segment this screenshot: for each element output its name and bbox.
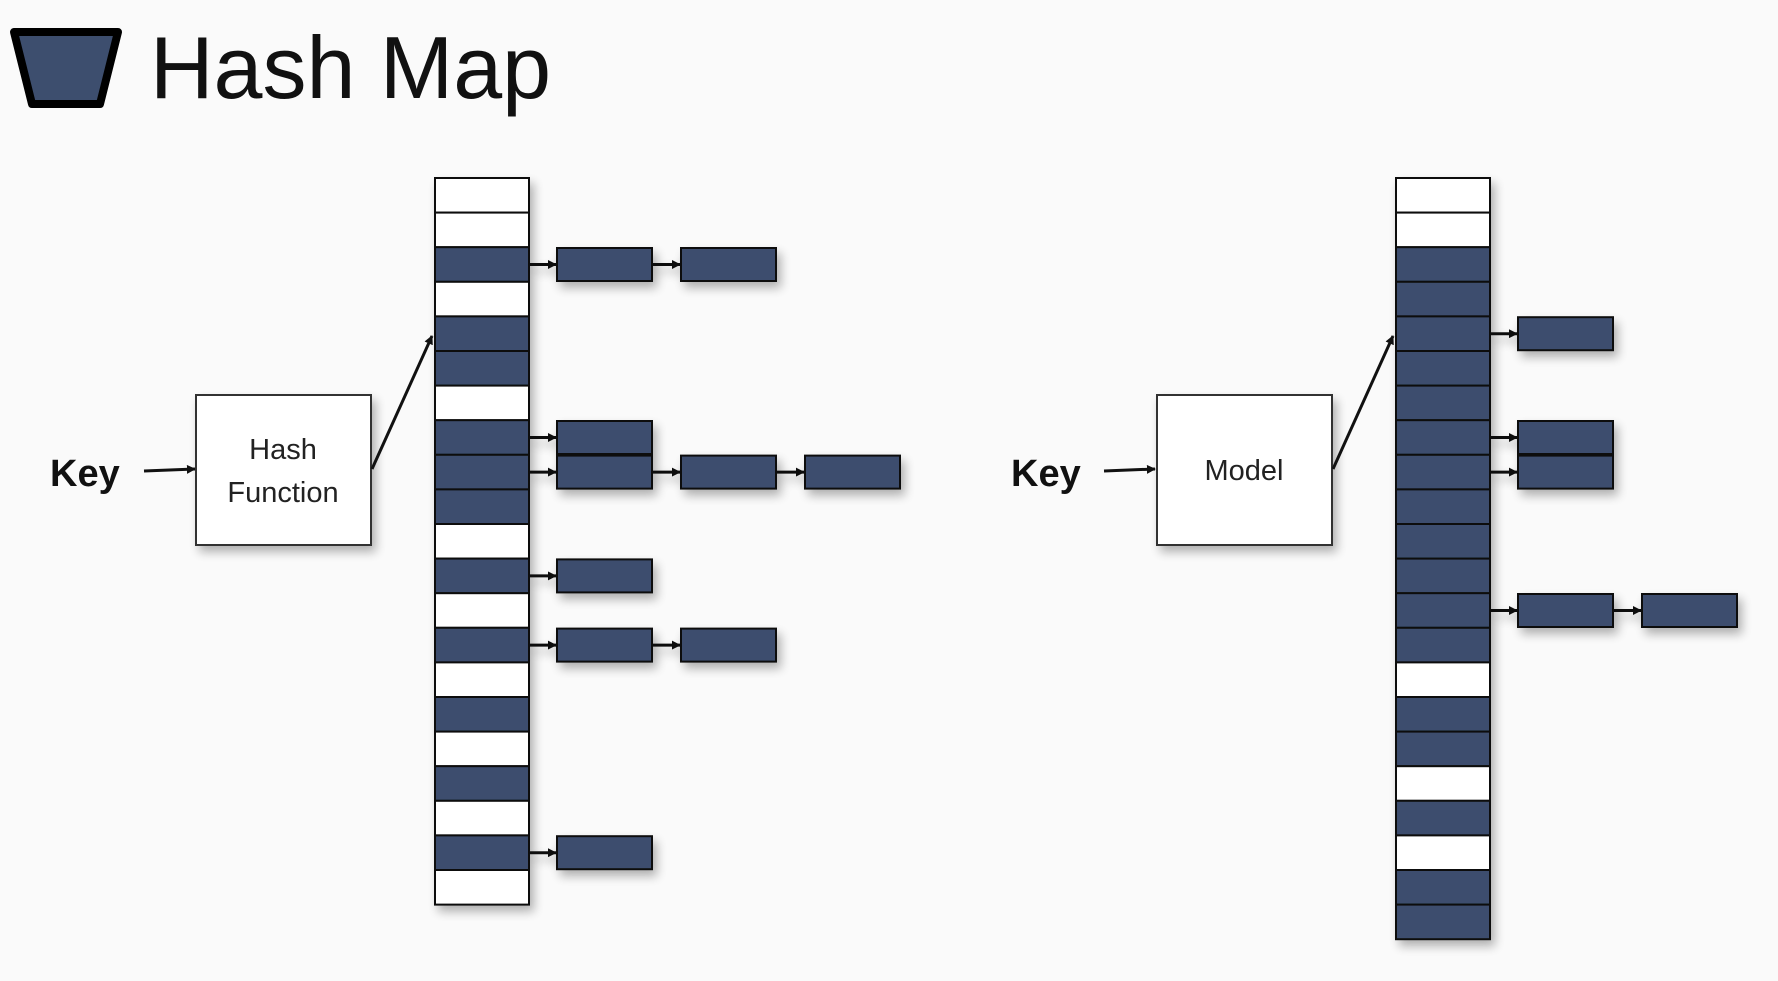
chain-node <box>556 835 653 871</box>
bucket-slot <box>1395 177 1491 214</box>
bucket-slot <box>434 211 530 249</box>
hash-function-label-line-1: Hash <box>249 434 317 466</box>
model-box <box>1156 394 1333 546</box>
chain-node <box>1641 593 1738 628</box>
bucket-slot <box>434 765 530 802</box>
bucket-slot <box>434 557 530 595</box>
bucket-slot <box>1395 280 1491 318</box>
bucket-slot <box>1395 696 1491 733</box>
chain-node <box>1517 593 1614 628</box>
bucket-slot <box>1395 834 1491 872</box>
bucket-slot <box>1395 626 1491 664</box>
chain-node <box>1517 316 1614 352</box>
slide-title: Hash Map <box>150 18 552 117</box>
hash-function-box <box>195 394 372 546</box>
left-chains <box>529 247 901 871</box>
chain-node <box>680 454 777 490</box>
bucket-slot <box>1395 419 1491 456</box>
chain-node <box>804 454 901 490</box>
left-bucket-array <box>434 177 530 906</box>
bucket-slot <box>434 350 530 387</box>
bucket-slot <box>434 730 530 768</box>
chain-node <box>680 247 777 282</box>
bucket-slot <box>1395 730 1491 768</box>
chain-node <box>680 627 777 663</box>
left-key-arrow <box>143 464 196 474</box>
right-pointer-arrow <box>1331 335 1395 470</box>
chain-node <box>1517 420 1614 455</box>
bucket-slot <box>434 799 530 837</box>
right-key-label: Key <box>1011 453 1081 495</box>
hash-function-label-line-2: Function <box>227 477 338 509</box>
chain-node <box>1517 454 1614 490</box>
bucket-slot <box>1395 350 1491 387</box>
right-key-arrow <box>1103 464 1156 474</box>
bucket-slot <box>1395 211 1491 249</box>
chain-node <box>556 627 653 663</box>
bucket-slot <box>1395 869 1491 906</box>
bucket-slot <box>434 869 530 906</box>
chain-node <box>556 247 653 282</box>
chain-node <box>556 454 653 490</box>
chain-node <box>556 420 653 455</box>
bucket-slot <box>434 177 530 214</box>
bucket-slot <box>434 280 530 318</box>
bucket-slot <box>1395 384 1491 422</box>
bucket-slot <box>1395 557 1491 595</box>
bucket-slot <box>434 315 530 352</box>
bucket-slot <box>1395 799 1491 837</box>
bucket-slot <box>434 246 530 283</box>
bucket-slot <box>434 488 530 525</box>
chain-node <box>556 558 653 594</box>
bucket-slot <box>434 419 530 456</box>
bucket-slot <box>434 453 530 491</box>
model-label: Model <box>1205 455 1284 487</box>
bucket-slot <box>1395 765 1491 802</box>
left-pointer-arrow <box>370 335 434 470</box>
right-chains <box>1490 316 1738 628</box>
bucket-slot <box>1395 523 1491 560</box>
bucket-slot <box>1395 315 1491 352</box>
bucket-slot <box>434 626 530 664</box>
left-key-label: Key <box>50 453 120 495</box>
bucket-slot <box>434 834 530 872</box>
bucket-slot <box>1395 453 1491 491</box>
bucket-slot <box>434 661 530 699</box>
bucket-trapezoid-icon <box>10 28 122 108</box>
bucket-slot <box>1395 592 1491 629</box>
bucket-slot <box>434 592 530 629</box>
bucket-slot <box>1395 661 1491 699</box>
bucket-slot <box>1395 903 1491 941</box>
bucket-slot <box>1395 488 1491 525</box>
bucket-slot <box>434 696 530 733</box>
right-bucket-array <box>1395 177 1491 941</box>
bucket-slot <box>1395 246 1491 283</box>
bucket-slot <box>434 523 530 560</box>
hash-function-panel: Key Hash Function <box>50 177 901 906</box>
model-panel: Key Model <box>1011 177 1738 941</box>
bucket-slot <box>434 384 530 422</box>
